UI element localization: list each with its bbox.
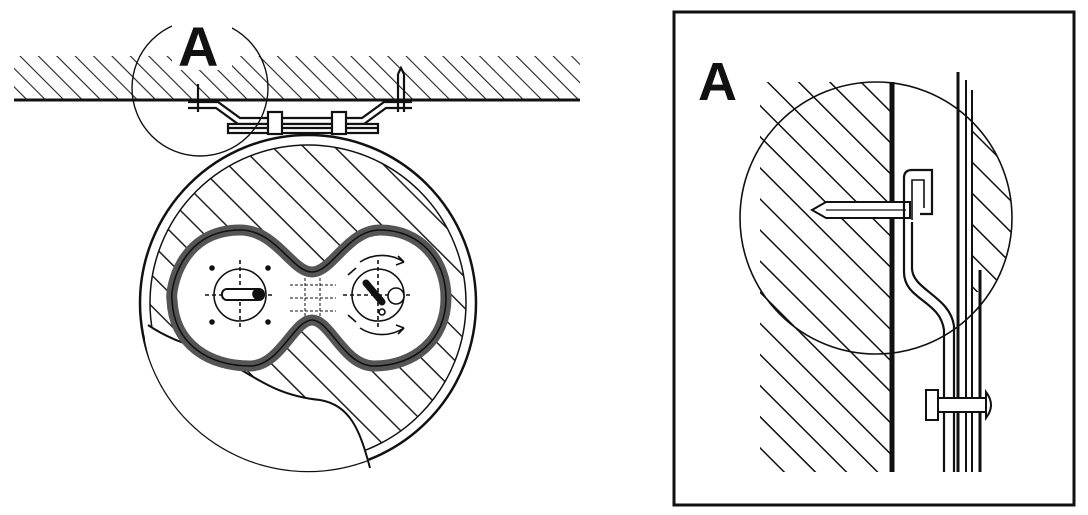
hanger-bracket [188,65,412,136]
flow-lines [290,278,336,318]
ceiling-slab [14,56,580,102]
detail-label-a: A [698,52,737,112]
detail-magnifier-circle [739,81,1013,355]
detail-view [760,72,1012,472]
right-rotor [343,254,413,336]
detail-callout-circle: A [131,14,269,157]
callout-label-a: A [178,15,218,78]
left-rotor [205,260,275,330]
